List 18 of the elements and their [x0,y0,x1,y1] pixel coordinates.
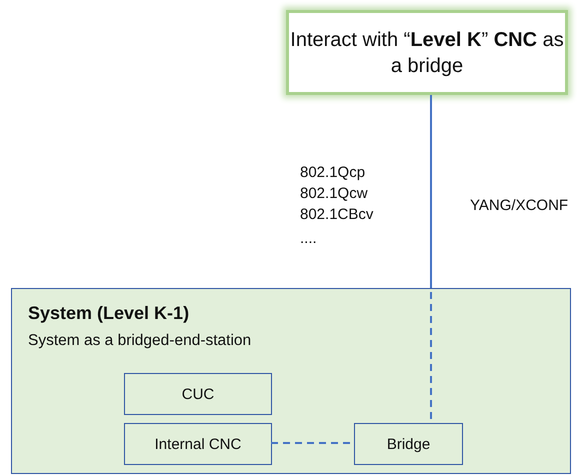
protocol-label: 802.1Qcp [300,164,366,181]
process-box [354,423,463,465]
process-box [124,423,272,465]
protocol-label: 802.1CBcv [300,206,374,223]
system-container [11,288,571,474]
process-box [286,10,568,95]
container-subtitle: System as a bridged-end-station [28,332,252,350]
box-label: Internal CNC [154,436,242,452]
connector-line [271,442,353,444]
connector-line [430,95,432,422]
box-label: Bridge [386,436,430,452]
protocol-label: YANG/XCONF [470,197,568,214]
box-text: Interact with “Level K” CNC as a bridge [289,28,565,78]
box-label: CUC [182,386,214,402]
container-heading: System (Level K-1) [28,303,190,324]
protocol-label: .... [300,230,317,247]
protocol-label: 802.1Qcw [300,185,368,202]
process-box [124,373,272,415]
